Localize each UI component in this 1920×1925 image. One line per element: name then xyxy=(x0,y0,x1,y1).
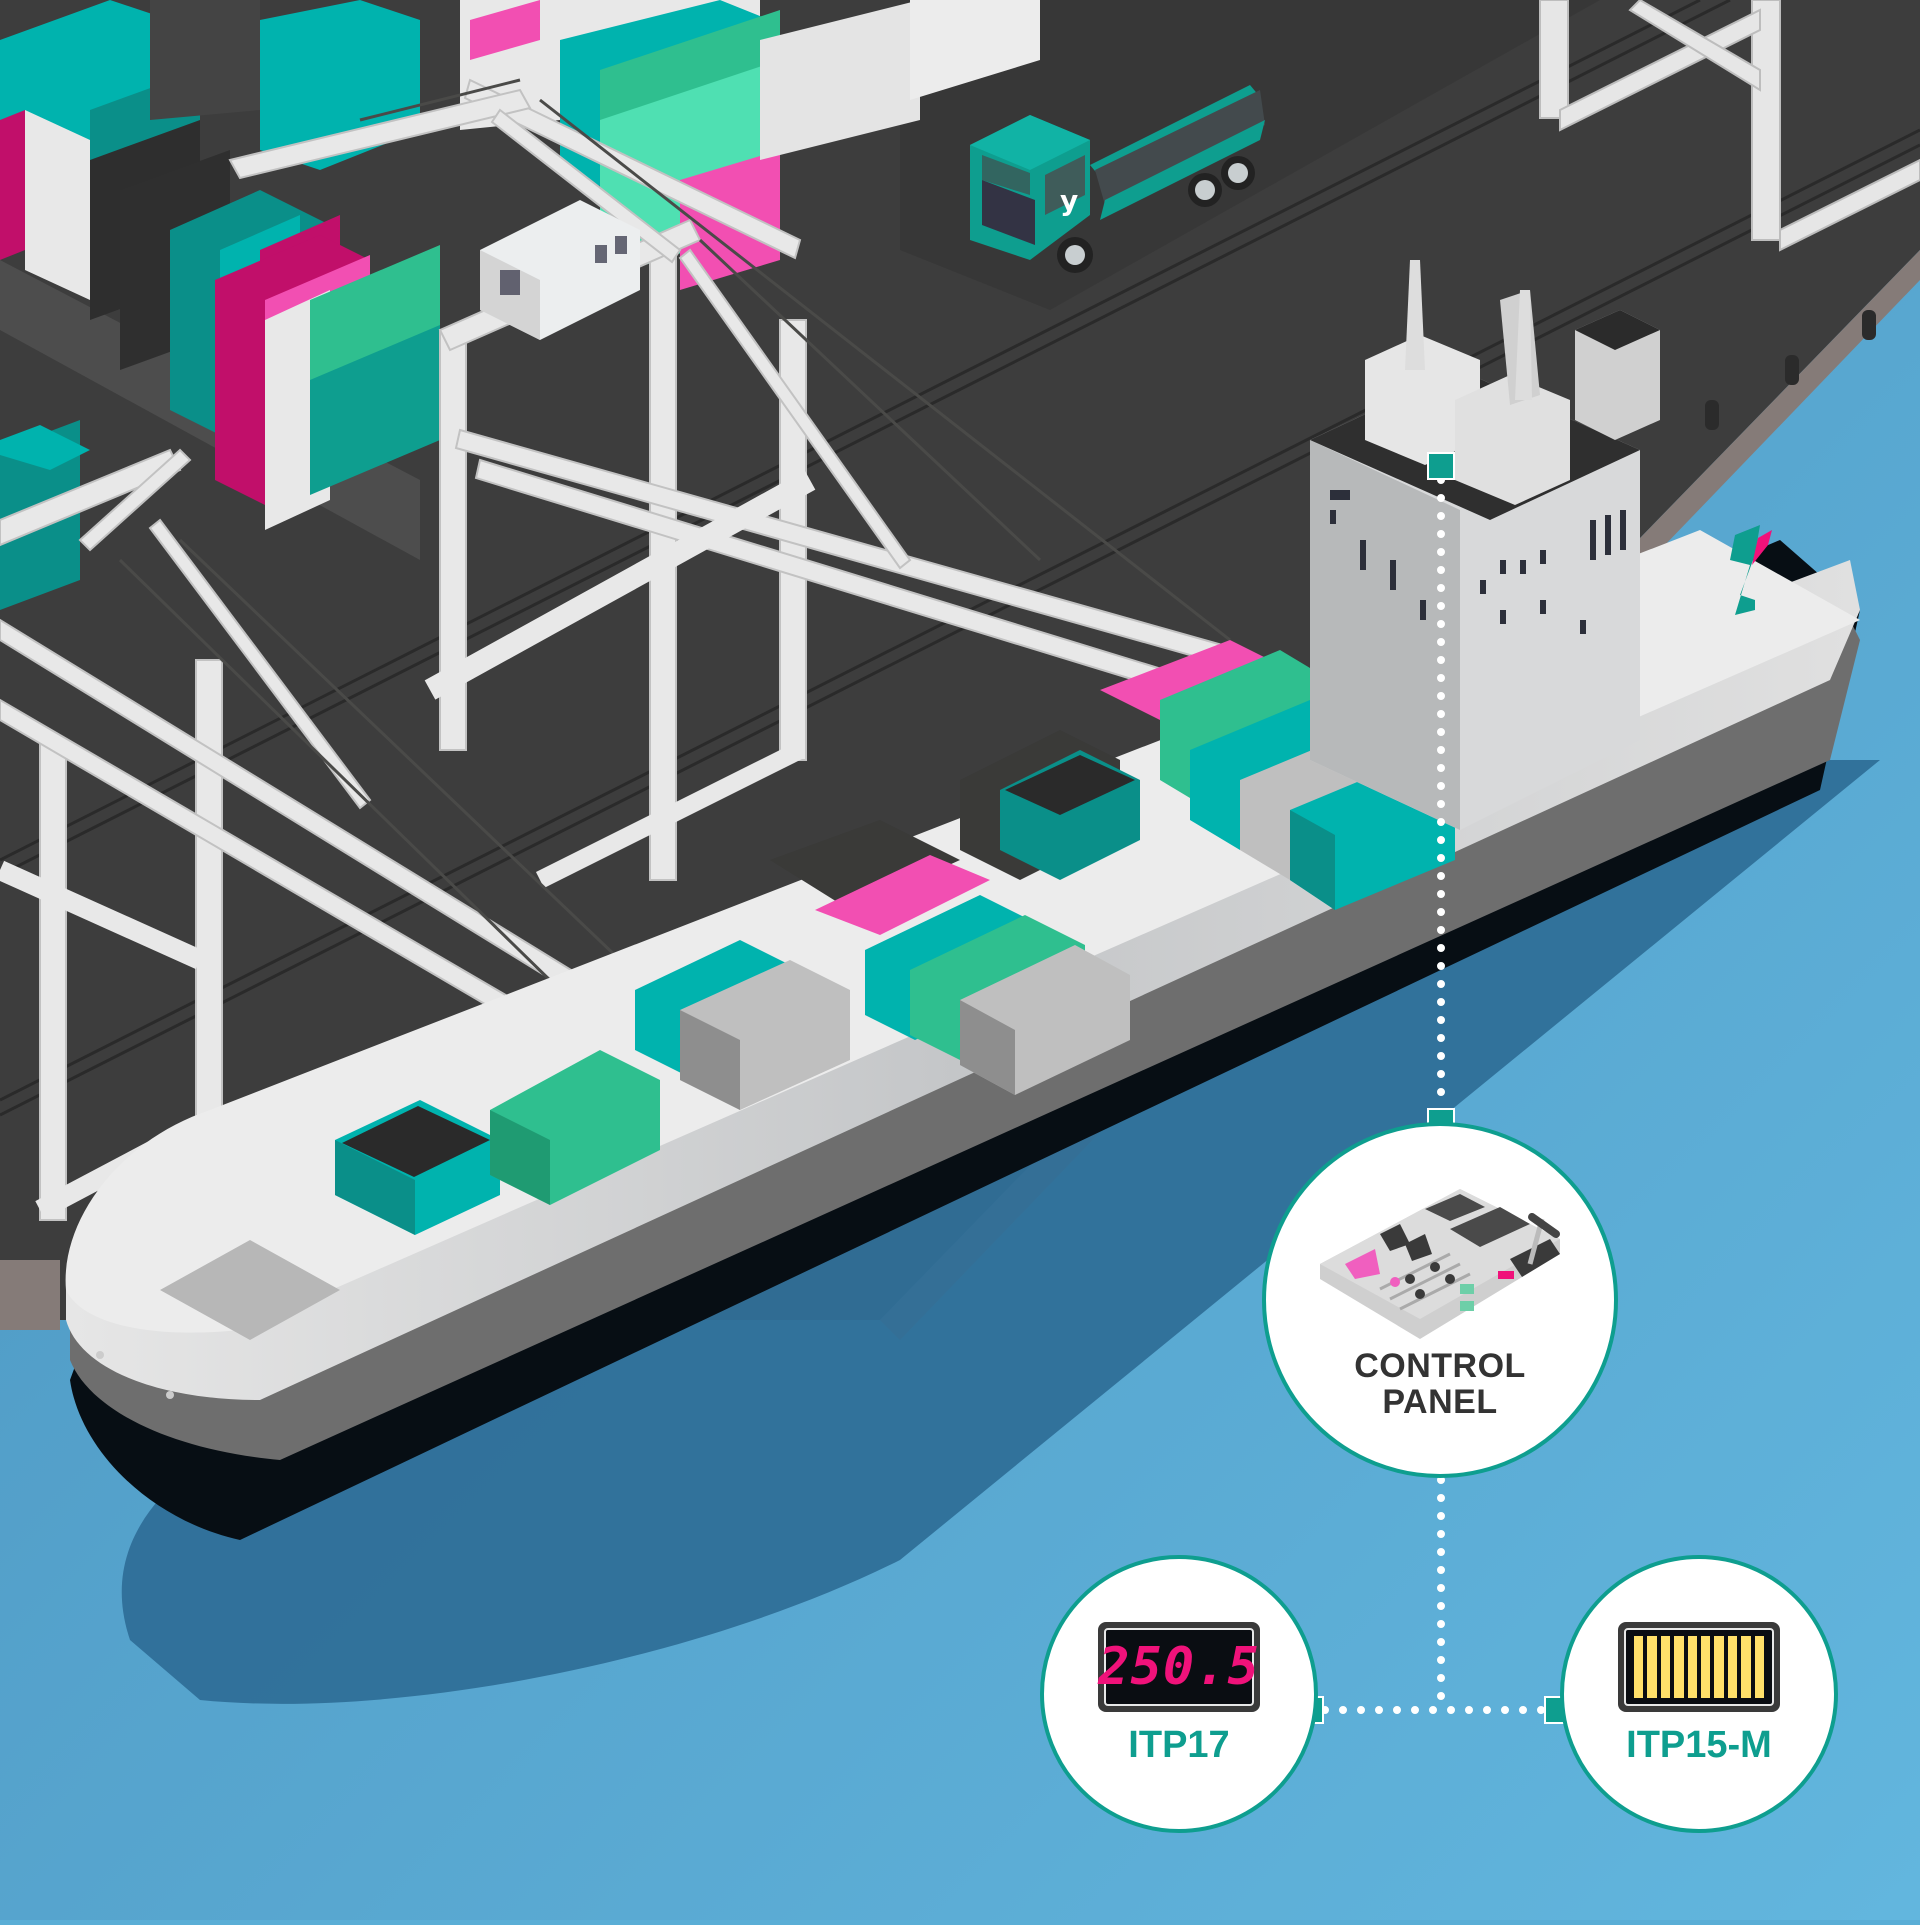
ship-superstructure xyxy=(1310,260,1772,830)
connector-lines xyxy=(1321,476,1559,1714)
digital-panel-meter-icon: 250.5 xyxy=(1098,1622,1260,1713)
bargraph-bars xyxy=(1626,1630,1772,1704)
bargraph-indicator-icon xyxy=(1618,1622,1780,1713)
meter-reading: 250.5 xyxy=(1098,1637,1260,1698)
bow-hatch xyxy=(160,1240,340,1340)
callout-itp15m[interactable]: ITP15-M xyxy=(1560,1555,1838,1833)
ship-shadow xyxy=(121,760,1880,1704)
brand-logo-y xyxy=(1730,525,1760,615)
control-panel-console-icon xyxy=(1320,1189,1560,1340)
container-stacks xyxy=(0,0,1040,610)
quay-pillars xyxy=(1705,310,1876,430)
control-panel-label: CONTROL PANEL xyxy=(1354,1349,1526,1420)
gantry-crane-right xyxy=(1539,0,1920,252)
callout-itp17[interactable]: 250.5 ITP17 xyxy=(1040,1555,1318,1833)
truck: y xyxy=(970,85,1265,273)
deck-containers xyxy=(335,640,1455,1235)
connector-node-superstructure xyxy=(1427,452,1455,480)
crane-cab xyxy=(480,200,640,340)
control-panel-label-line2: PANEL xyxy=(1382,1383,1498,1421)
callout-control-panel[interactable]: CONTROL PANEL xyxy=(1262,1122,1618,1478)
itp15m-label: ITP15-M xyxy=(1626,1724,1772,1767)
control-panel-label-line1: CONTROL xyxy=(1354,1347,1526,1386)
svg-text:y: y xyxy=(1060,184,1078,217)
itp17-label: ITP17 xyxy=(1128,1724,1230,1767)
